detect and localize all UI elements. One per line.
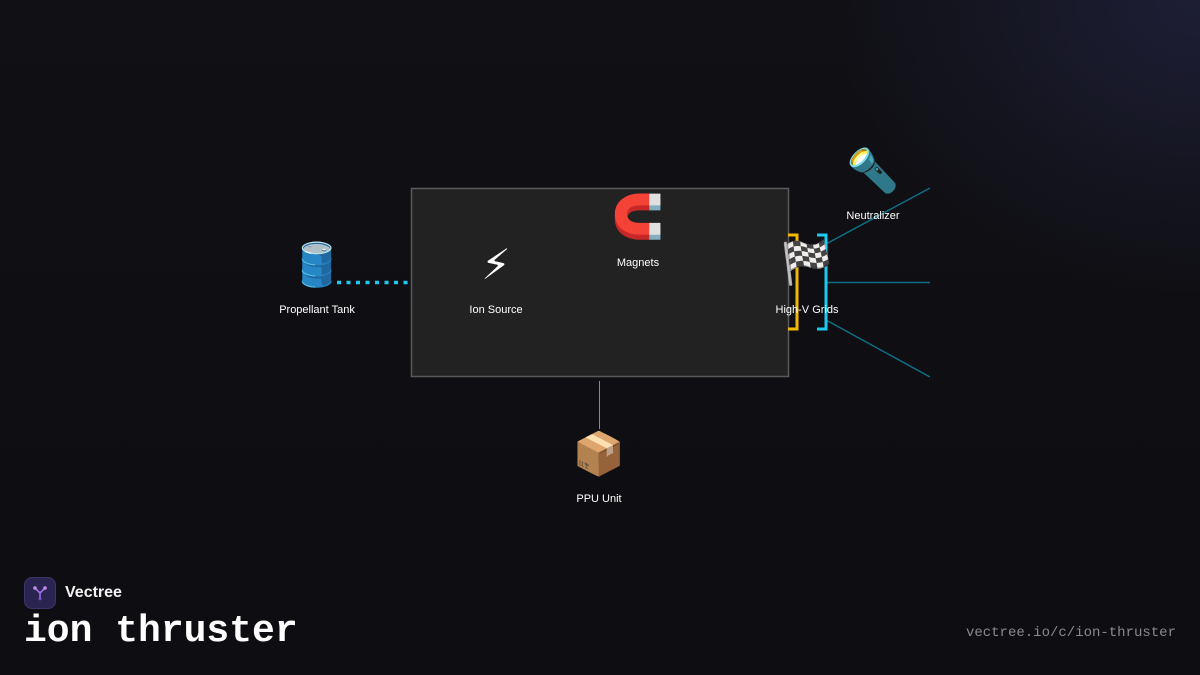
node-label-neutralizer: Neutralizer [846, 210, 900, 222]
node-label-ion-source: Ion Source [469, 304, 523, 316]
lightning-icon: ⚡ [481, 240, 511, 289]
brand-name: Vectree [65, 584, 122, 601]
oil-drum-icon: 🛢️ [290, 240, 344, 289]
node-label-propellant-tank: Propellant Tank [279, 304, 355, 316]
grid-bracket-cyan [817, 233, 828, 331]
package-icon: 📦 [572, 429, 626, 478]
vectree-tree-icon [24, 577, 56, 609]
thruster-chamber-box [410, 187, 790, 378]
node-label-high-v-grids: High-V Grids [775, 304, 839, 316]
source-url[interactable]: vectree.io/c/ion-thruster [965, 625, 1176, 641]
plume-beam-upper [825, 187, 931, 245]
plume-beam-lower [825, 319, 931, 378]
grid-bracket-yellow [788, 233, 799, 331]
checkered-flag-icon: 🏁 [780, 238, 834, 287]
node-label-ppu-unit: PPU Unit [576, 493, 622, 505]
flashlight-icon: 🔦 [846, 146, 900, 195]
page-title: ion thruster [24, 610, 298, 653]
brand: Vectree [24, 577, 122, 609]
magnet-icon: 🧲 [611, 192, 665, 241]
node-label-magnets: Magnets [616, 257, 660, 269]
